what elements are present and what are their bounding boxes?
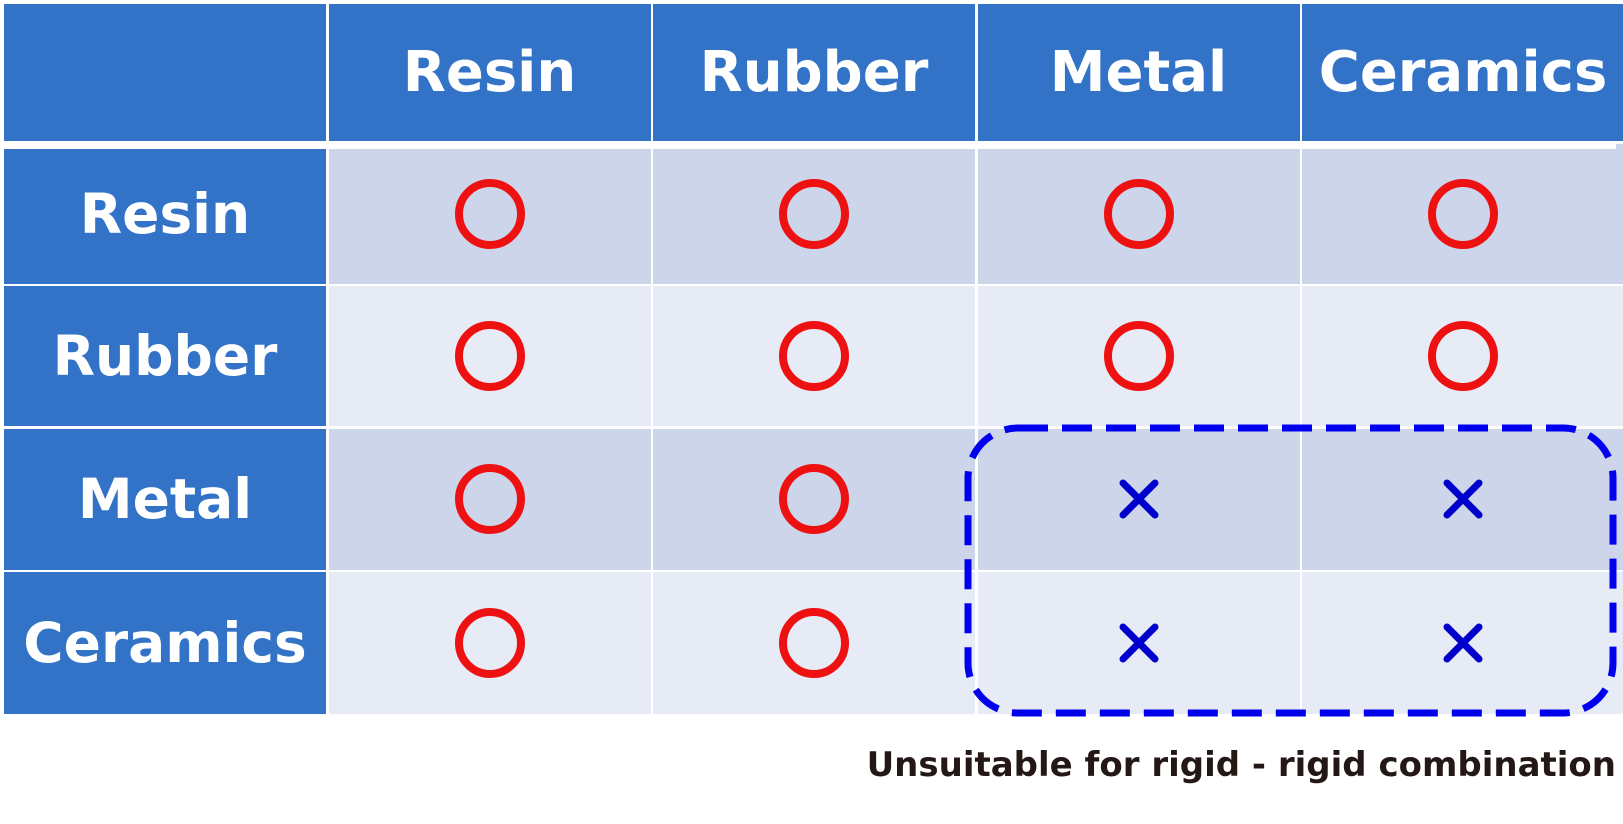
circle-icon bbox=[454, 608, 525, 678]
circle-icon bbox=[779, 464, 849, 534]
circle-icon bbox=[1428, 321, 1498, 391]
matrix-cell-rubber-resin bbox=[328, 286, 651, 426]
circle-icon bbox=[454, 178, 525, 249]
matrix-cell-rubber-rubber bbox=[653, 286, 975, 426]
matrix-cell-metal-ceramics bbox=[1302, 428, 1623, 570]
row-header-resin: Resin bbox=[4, 143, 326, 284]
unsuitable-caption: Unsuitable for rigid - rigid combination bbox=[866, 745, 1616, 785]
matrix-cell-metal-rubber bbox=[653, 428, 975, 570]
matrix-cell-resin-rubber bbox=[653, 143, 975, 284]
circle-icon bbox=[1103, 321, 1174, 391]
circle-icon bbox=[454, 321, 525, 391]
row-header-rubber: Rubber bbox=[4, 286, 326, 426]
column-header-metal: Metal bbox=[977, 4, 1300, 141]
matrix-cell-ceramics-rubber bbox=[653, 572, 975, 714]
matrix-cell-metal-metal bbox=[977, 428, 1300, 570]
circle-icon bbox=[779, 608, 849, 678]
cross-icon bbox=[1443, 623, 1483, 663]
circle-icon bbox=[779, 178, 849, 249]
matrix-cell-rubber-metal bbox=[977, 286, 1300, 426]
matrix-corner-cell bbox=[4, 4, 326, 141]
matrix-cell-resin-metal bbox=[977, 143, 1300, 284]
cross-icon bbox=[1119, 479, 1158, 519]
column-header-ceramics: Ceramics bbox=[1302, 4, 1623, 141]
matrix-cell-rubber-ceramics bbox=[1302, 286, 1623, 426]
cross-icon bbox=[1443, 479, 1483, 519]
row-header-ceramics: Ceramics bbox=[4, 572, 326, 714]
matrix-cell-ceramics-ceramics bbox=[1302, 572, 1623, 714]
row-header-metal: Metal bbox=[4, 428, 326, 570]
matrix-cell-ceramics-resin bbox=[328, 572, 651, 714]
column-header-rubber: Rubber bbox=[653, 4, 975, 141]
circle-icon bbox=[454, 464, 525, 534]
matrix-cell-ceramics-metal bbox=[977, 572, 1300, 714]
matrix-cell-metal-resin bbox=[328, 428, 651, 570]
matrix-cell-resin-ceramics bbox=[1302, 143, 1623, 284]
matrix-cell-resin-resin bbox=[328, 143, 651, 284]
cross-icon bbox=[1119, 623, 1158, 663]
circle-icon bbox=[1103, 178, 1174, 249]
circle-icon bbox=[779, 321, 849, 391]
column-header-resin: Resin bbox=[328, 4, 651, 141]
circle-icon bbox=[1428, 178, 1498, 249]
header-separator bbox=[4, 141, 1616, 149]
